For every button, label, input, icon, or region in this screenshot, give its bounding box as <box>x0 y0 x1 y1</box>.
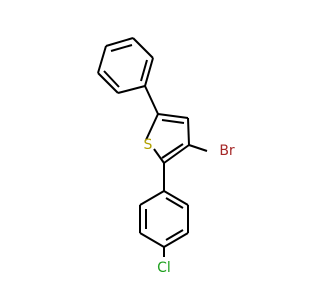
bond <box>145 113 159 141</box>
bond <box>139 190 165 206</box>
bond <box>105 37 134 47</box>
bond <box>163 232 189 248</box>
bond <box>97 45 107 74</box>
phenyl-ring <box>97 37 154 94</box>
bond <box>163 190 189 206</box>
bond-double <box>140 59 148 82</box>
bond <box>157 113 189 119</box>
bond-double <box>103 70 120 88</box>
bond <box>117 85 146 94</box>
chlorophenyl-ring <box>139 163 189 248</box>
molecule-diagram: S Br Cl <box>97 37 235 276</box>
bond <box>139 232 165 248</box>
atom-chlorine: Cl <box>157 260 171 276</box>
bond-double <box>165 229 184 241</box>
bond-double <box>110 44 133 52</box>
bond <box>153 148 165 164</box>
atom-sulfur: S <box>144 137 153 153</box>
bond-double <box>161 119 185 124</box>
bond <box>97 72 119 94</box>
bond <box>144 57 154 87</box>
bond-double <box>165 197 184 209</box>
bond <box>187 117 190 146</box>
bond <box>132 37 154 59</box>
atom-bromine: Br <box>219 143 235 159</box>
thiophene-ring <box>144 85 190 164</box>
bond <box>163 144 190 164</box>
bond-to-bromine <box>188 144 208 152</box>
bond <box>144 85 159 115</box>
bond-double <box>161 143 184 159</box>
